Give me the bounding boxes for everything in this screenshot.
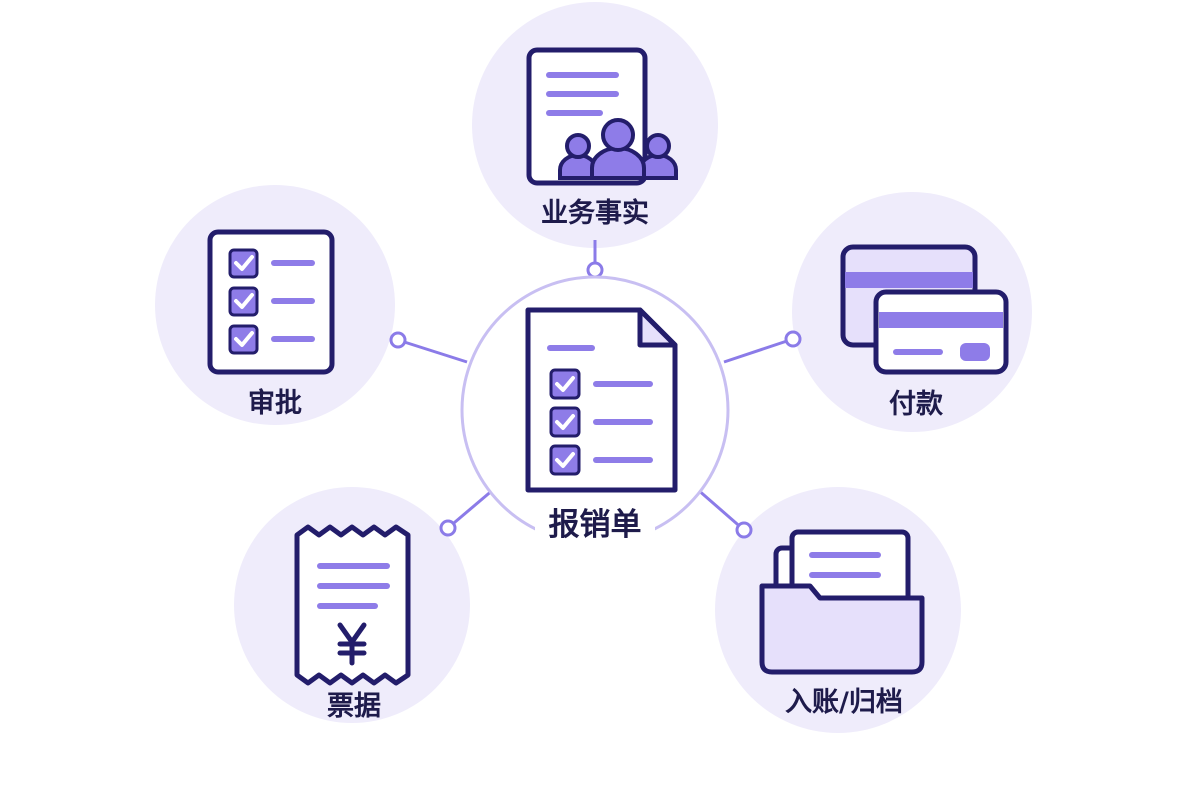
connectors [389,240,802,539]
center-label: 报销单 [549,507,642,543]
expense-report-document-icon [525,307,678,493]
document-with-people-icon [526,47,678,186]
connector-receipts [447,487,495,530]
node-label-receipts: 票据 [327,691,381,722]
connector-payment [723,337,794,364]
connector-bookkeeping [696,487,745,532]
connector-dot-payment [784,330,802,348]
yen-receipt-icon [294,524,411,686]
connector-dot-receipts [439,519,457,537]
node-label-bookkeeping: 入账/归档 [785,687,903,718]
node-label-approval: 审批 [248,387,302,419]
connector-dot-bookkeeping [735,521,753,539]
node-label-payment: 付款 [889,389,944,420]
connector-approval [397,338,468,364]
connector-dot-business-facts [586,261,604,279]
folder-with-files-icon [759,529,925,675]
credit-cards-icon [840,244,1009,375]
checklist-clipboard-icon [207,229,335,375]
node-label-business-facts: 业务事实 [541,197,649,229]
center-label-backdrop [535,503,655,545]
connector-dot-approval [389,331,407,349]
